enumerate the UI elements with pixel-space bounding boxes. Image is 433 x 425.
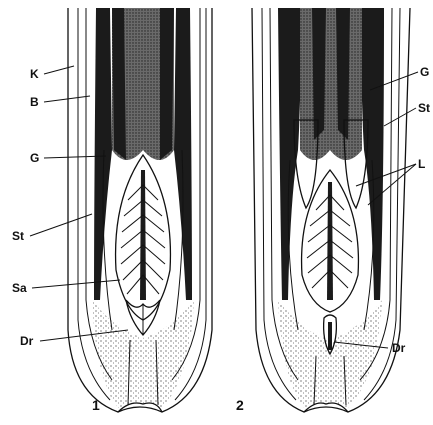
label-st-right: St bbox=[418, 101, 430, 115]
panel-number-1: 1 bbox=[92, 397, 100, 413]
panel-1-root bbox=[68, 8, 212, 412]
leader-b bbox=[44, 96, 90, 102]
label-g-right: G bbox=[420, 65, 429, 79]
leader-k bbox=[44, 66, 74, 74]
panel-2-root bbox=[252, 8, 410, 412]
panel-2-stele bbox=[300, 8, 362, 160]
label-k: K bbox=[30, 67, 39, 81]
label-g-left: G bbox=[30, 151, 39, 165]
panel-number-2: 2 bbox=[236, 397, 244, 413]
label-b: B bbox=[30, 95, 39, 109]
label-l: L bbox=[418, 157, 425, 171]
label-st-left: St bbox=[12, 229, 24, 243]
label-sa: Sa bbox=[12, 281, 27, 295]
label-dr-right: Dr bbox=[392, 341, 406, 355]
leader-st-left bbox=[30, 214, 92, 236]
label-dr-left: Dr bbox=[20, 334, 34, 348]
leader-st-right bbox=[384, 108, 416, 126]
